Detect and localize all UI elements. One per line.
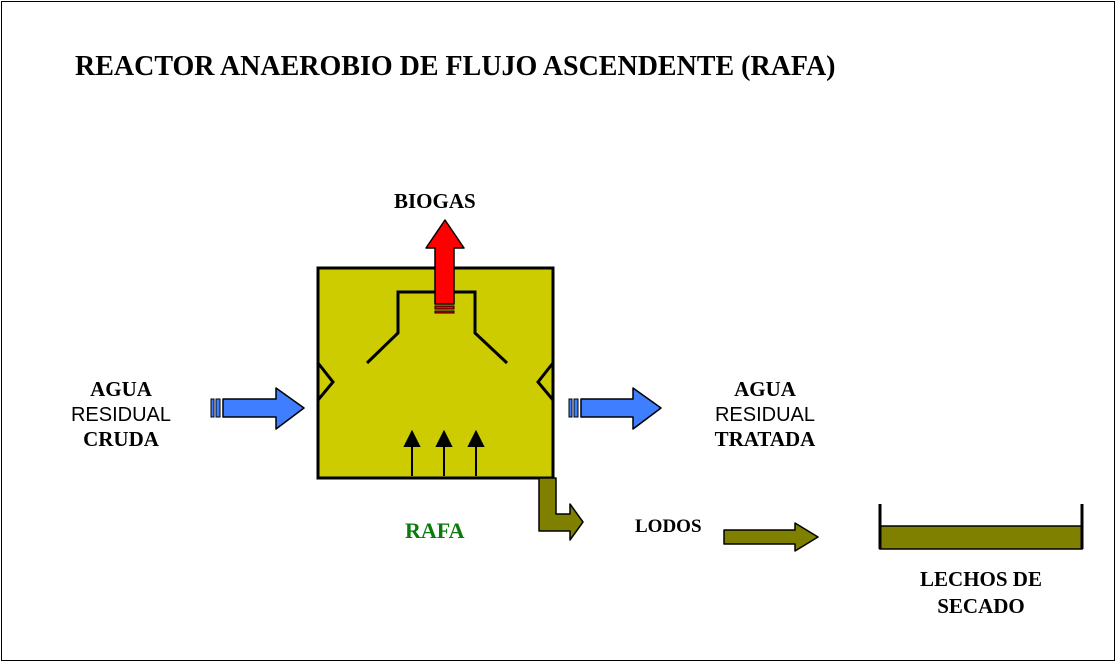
inlet-label: AGUA RESIDUAL CRUDA	[58, 377, 184, 453]
reactor-label: RAFA	[405, 518, 465, 543]
diagram-title: REACTOR ANAEROBIO DE FLUJO ASCENDENTE (R…	[75, 51, 836, 82]
biogas-arrow	[425, 219, 465, 314]
drying-beds	[878, 504, 1084, 550]
outlet-label-line3: TRATADA	[714, 427, 816, 452]
outlet-label-line1: AGUA	[734, 377, 796, 401]
inlet-label-line3: CRUDA	[83, 427, 159, 452]
inlet-baffle	[316, 362, 335, 401]
biogas-label: BIOGAS	[394, 189, 476, 213]
upflow-arrowhead	[467, 429, 485, 447]
upflow-arrows	[403, 429, 485, 476]
inlet-water-arrow	[210, 387, 305, 430]
inlet-label-line1: AGUA	[90, 377, 152, 401]
outlet-label-line2: RESIDUAL	[714, 403, 816, 426]
upflow-arrowhead	[435, 429, 453, 447]
sludge-outlet-arrow	[538, 477, 584, 541]
outlet-water-arrow	[568, 387, 662, 430]
drying-beds-label-line1: LECHOS DE	[920, 567, 1042, 591]
drying-beds-label: LECHOS DE SECADO	[886, 566, 1076, 621]
inlet-label-line2: RESIDUAL	[70, 403, 172, 426]
upflow-arrowhead	[403, 429, 421, 447]
sludge-label: LODOS	[635, 516, 702, 537]
drying-beds-label-line2: SECADO	[937, 594, 1025, 619]
sludge-transfer-arrow	[723, 522, 819, 552]
outlet-baffle	[536, 362, 555, 401]
outlet-label: AGUA RESIDUAL TRATADA	[697, 377, 833, 453]
